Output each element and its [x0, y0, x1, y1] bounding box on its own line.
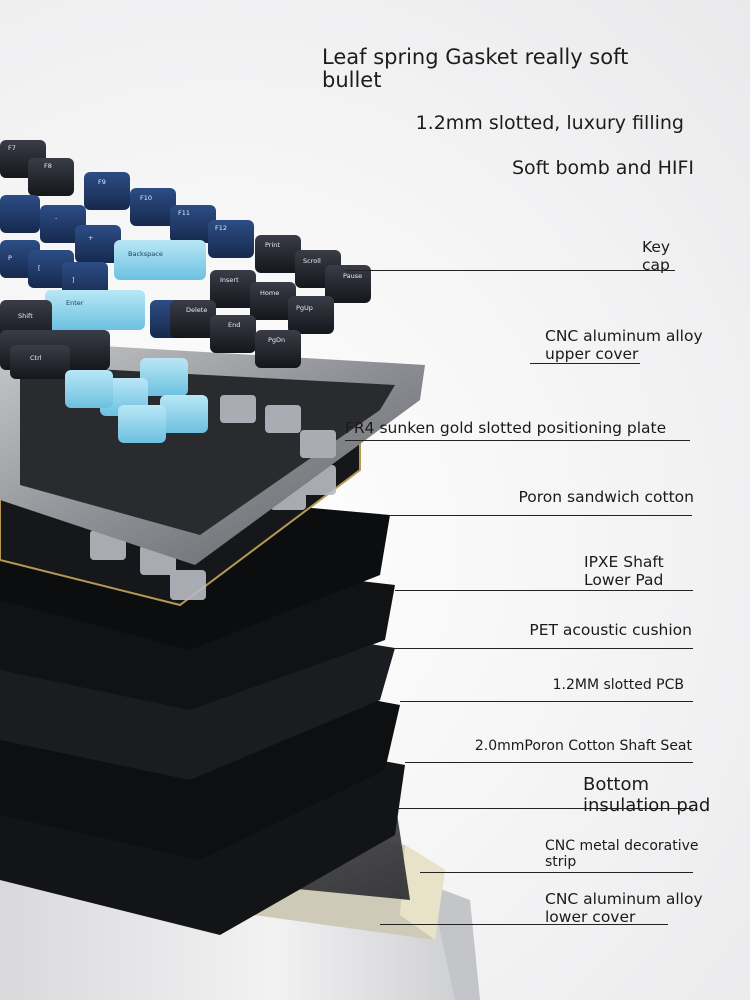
- leader-lower-cover: [380, 924, 668, 925]
- keycap-legend: Backspace: [128, 250, 163, 258]
- keycap-legend: P: [8, 254, 12, 262]
- label-strip: CNC metal decorative strip: [545, 838, 699, 870]
- keycap-legend: +: [88, 234, 93, 242]
- keycap-legend: Insert: [220, 276, 239, 284]
- headline-secondary: 1.2mm slotted, luxury filling: [415, 112, 684, 134]
- label-keycap: Key cap: [642, 238, 671, 274]
- label-ixpe-pad: IPXE Shaft Lower Pad: [584, 553, 664, 589]
- label-pcb: 1.2MM slotted PCB: [552, 677, 684, 693]
- leader-pcb: [400, 701, 693, 702]
- leader-strip: [420, 872, 693, 873]
- leader-plate: [345, 440, 690, 441]
- keycap-legend: Enter: [66, 299, 84, 307]
- keycap-legend: Print: [265, 241, 280, 249]
- label-poron-sandwich: Poron sandwich cotton: [518, 488, 694, 506]
- leader-bottom-pad: [398, 808, 693, 809]
- headline-tertiary: Soft bomb and HIFI: [511, 157, 694, 179]
- keycap-legend: F10: [140, 194, 152, 202]
- keycap-legend: ]: [72, 276, 75, 284]
- keycap-legend: PgUp: [296, 304, 313, 312]
- label-lower-cover: CNC aluminum alloy lower cover: [545, 890, 703, 926]
- keycap-legend: Scroll: [303, 257, 321, 265]
- keycap-legend: F7: [8, 144, 16, 152]
- headline-primary: Leaf spring Gasket really soft bullet: [322, 45, 629, 92]
- leader-shaft-seat: [405, 762, 693, 763]
- keycap-legend: [: [38, 264, 41, 272]
- label-plate: FR4 sunken gold slotted positioning plat…: [345, 419, 667, 437]
- label-shaft-seat: 2.0mmPoron Cotton Shaft Seat: [474, 738, 692, 754]
- keycap-legend: F9: [98, 178, 106, 186]
- keycap-legend: Pause: [343, 272, 362, 280]
- leader-poron-sandwich: [390, 515, 692, 516]
- keycap-legend: Ctrl: [30, 354, 42, 362]
- leader-ixpe-pad: [395, 590, 693, 591]
- label-upper-cover: CNC aluminum alloy upper cover: [545, 327, 703, 363]
- label-bottom-pad: Bottom insulation pad: [583, 774, 711, 816]
- keycap-legend: F11: [178, 209, 190, 217]
- keycap-legend: PgDn: [268, 336, 285, 344]
- keycap-legend: -: [55, 214, 58, 222]
- keycap-legend: Delete: [186, 306, 207, 314]
- leader-pet-cushion: [395, 648, 693, 649]
- keycap-legend: F8: [44, 162, 52, 170]
- keycap-layer: [0, 140, 371, 443]
- leader-keycap: [345, 270, 675, 271]
- keycap-legend: Shift: [18, 312, 33, 320]
- leader-upper-cover: [530, 363, 640, 364]
- keycap-legend: Home: [260, 289, 279, 297]
- keycap-legend: F12: [215, 224, 227, 232]
- keycap-legend: End: [228, 321, 240, 329]
- label-pet-cushion: PET acoustic cushion: [529, 621, 692, 639]
